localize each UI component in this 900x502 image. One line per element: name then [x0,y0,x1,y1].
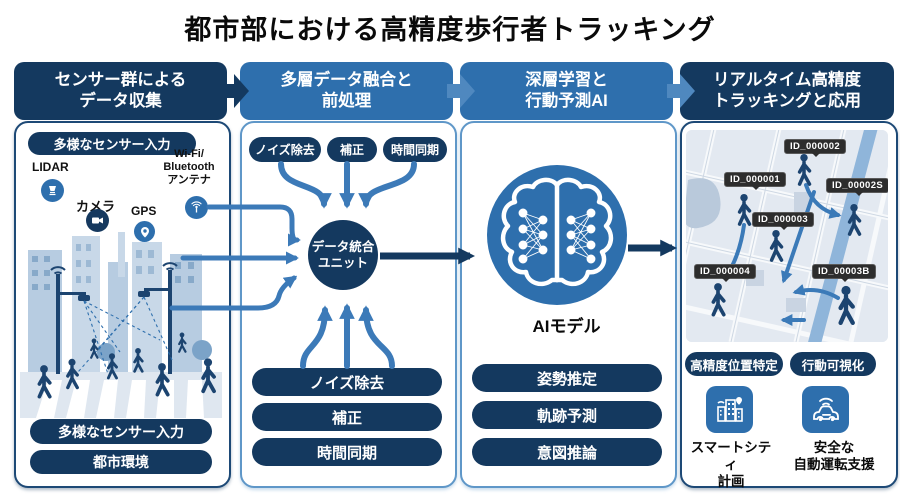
smart-city-icon [706,386,753,433]
panel2-top-pill-correction: 補正 [327,137,377,162]
panel2-top-pill-sync: 時間同期 [383,137,447,162]
autonomous-driving-label: 安全な 自動運転支援 [793,440,875,472]
panel3-pill-intention: 意図推論 [472,438,662,466]
page-title: 都市部における高精度歩行者トラッキング [184,15,716,45]
id-chip-6: ID_00003B [812,264,876,282]
panel2-top-pill-noise: ノイズ除去 [249,137,321,162]
panel2-header: 多層データ融合と 前処理 [240,62,453,120]
panel1-header: センサー群による データ収集 [14,62,227,120]
ai-model-label: AIモデル [532,317,601,336]
city-scene-illustration [20,232,222,418]
id-chip-2: ID_000002 [784,139,847,157]
camera-label: カメラ [76,199,116,214]
panel3-pill-trajectory: 軌跡予測 [472,401,662,429]
ai-brain-icon [487,165,627,310]
gps-icon [134,221,155,242]
lidar-label: LIDAR [32,160,69,174]
panel4-header: リアルタイム高精度 トラッキングと応用 [680,62,894,120]
panel1-top-pill: 多様なセンサー入力 [28,132,196,155]
map-illustration [686,130,888,342]
id-chip-3: ID_00002S [826,178,888,196]
panel1-bottom-pill-sensors: 多様なセンサー入力 [30,419,212,444]
lidar-icon [41,179,64,202]
flow-arrow-3-icon [667,72,695,110]
data-integration-unit: データ統合 ユニット [308,220,378,290]
autonomous-car-icon [802,386,849,433]
id-chip-4: ID_000003 [752,212,815,230]
panel2-bottom-pill-sync: 時間同期 [252,438,442,466]
panel4-pill-localization: 高精度位置特定 [685,352,783,376]
id-chip-1: ID_000001 [724,172,787,190]
panel4-pill-visualization: 行動可視化 [790,352,876,376]
panel2-bottom-pill-correction: 補正 [252,403,442,431]
camera-icon [86,209,109,232]
flow-arrow-2-icon [447,72,475,110]
flow-arrow-1-icon [221,72,249,110]
tracking-map: ID_000001 ID_000002 ID_00002S ID_000003 … [686,130,888,342]
panel2-body [240,121,457,488]
smart-city-label: スマートシティ 計画 [690,440,772,489]
panel3-header: 深層学習と 行動予測AI [460,62,673,120]
antenna-icon [185,196,208,219]
id-chip-5: ID_000004 [694,264,757,282]
panel1-bottom-pill-environment: 都市環境 [30,450,212,474]
gps-label: GPS [131,204,157,218]
panel3-pill-pose: 姿勢推定 [472,364,662,392]
wifi-bluetooth-label: Wi-Fi/ Bluetooth アンテナ [163,148,215,187]
panel2-bottom-pill-noise: ノイズ除去 [252,368,442,396]
